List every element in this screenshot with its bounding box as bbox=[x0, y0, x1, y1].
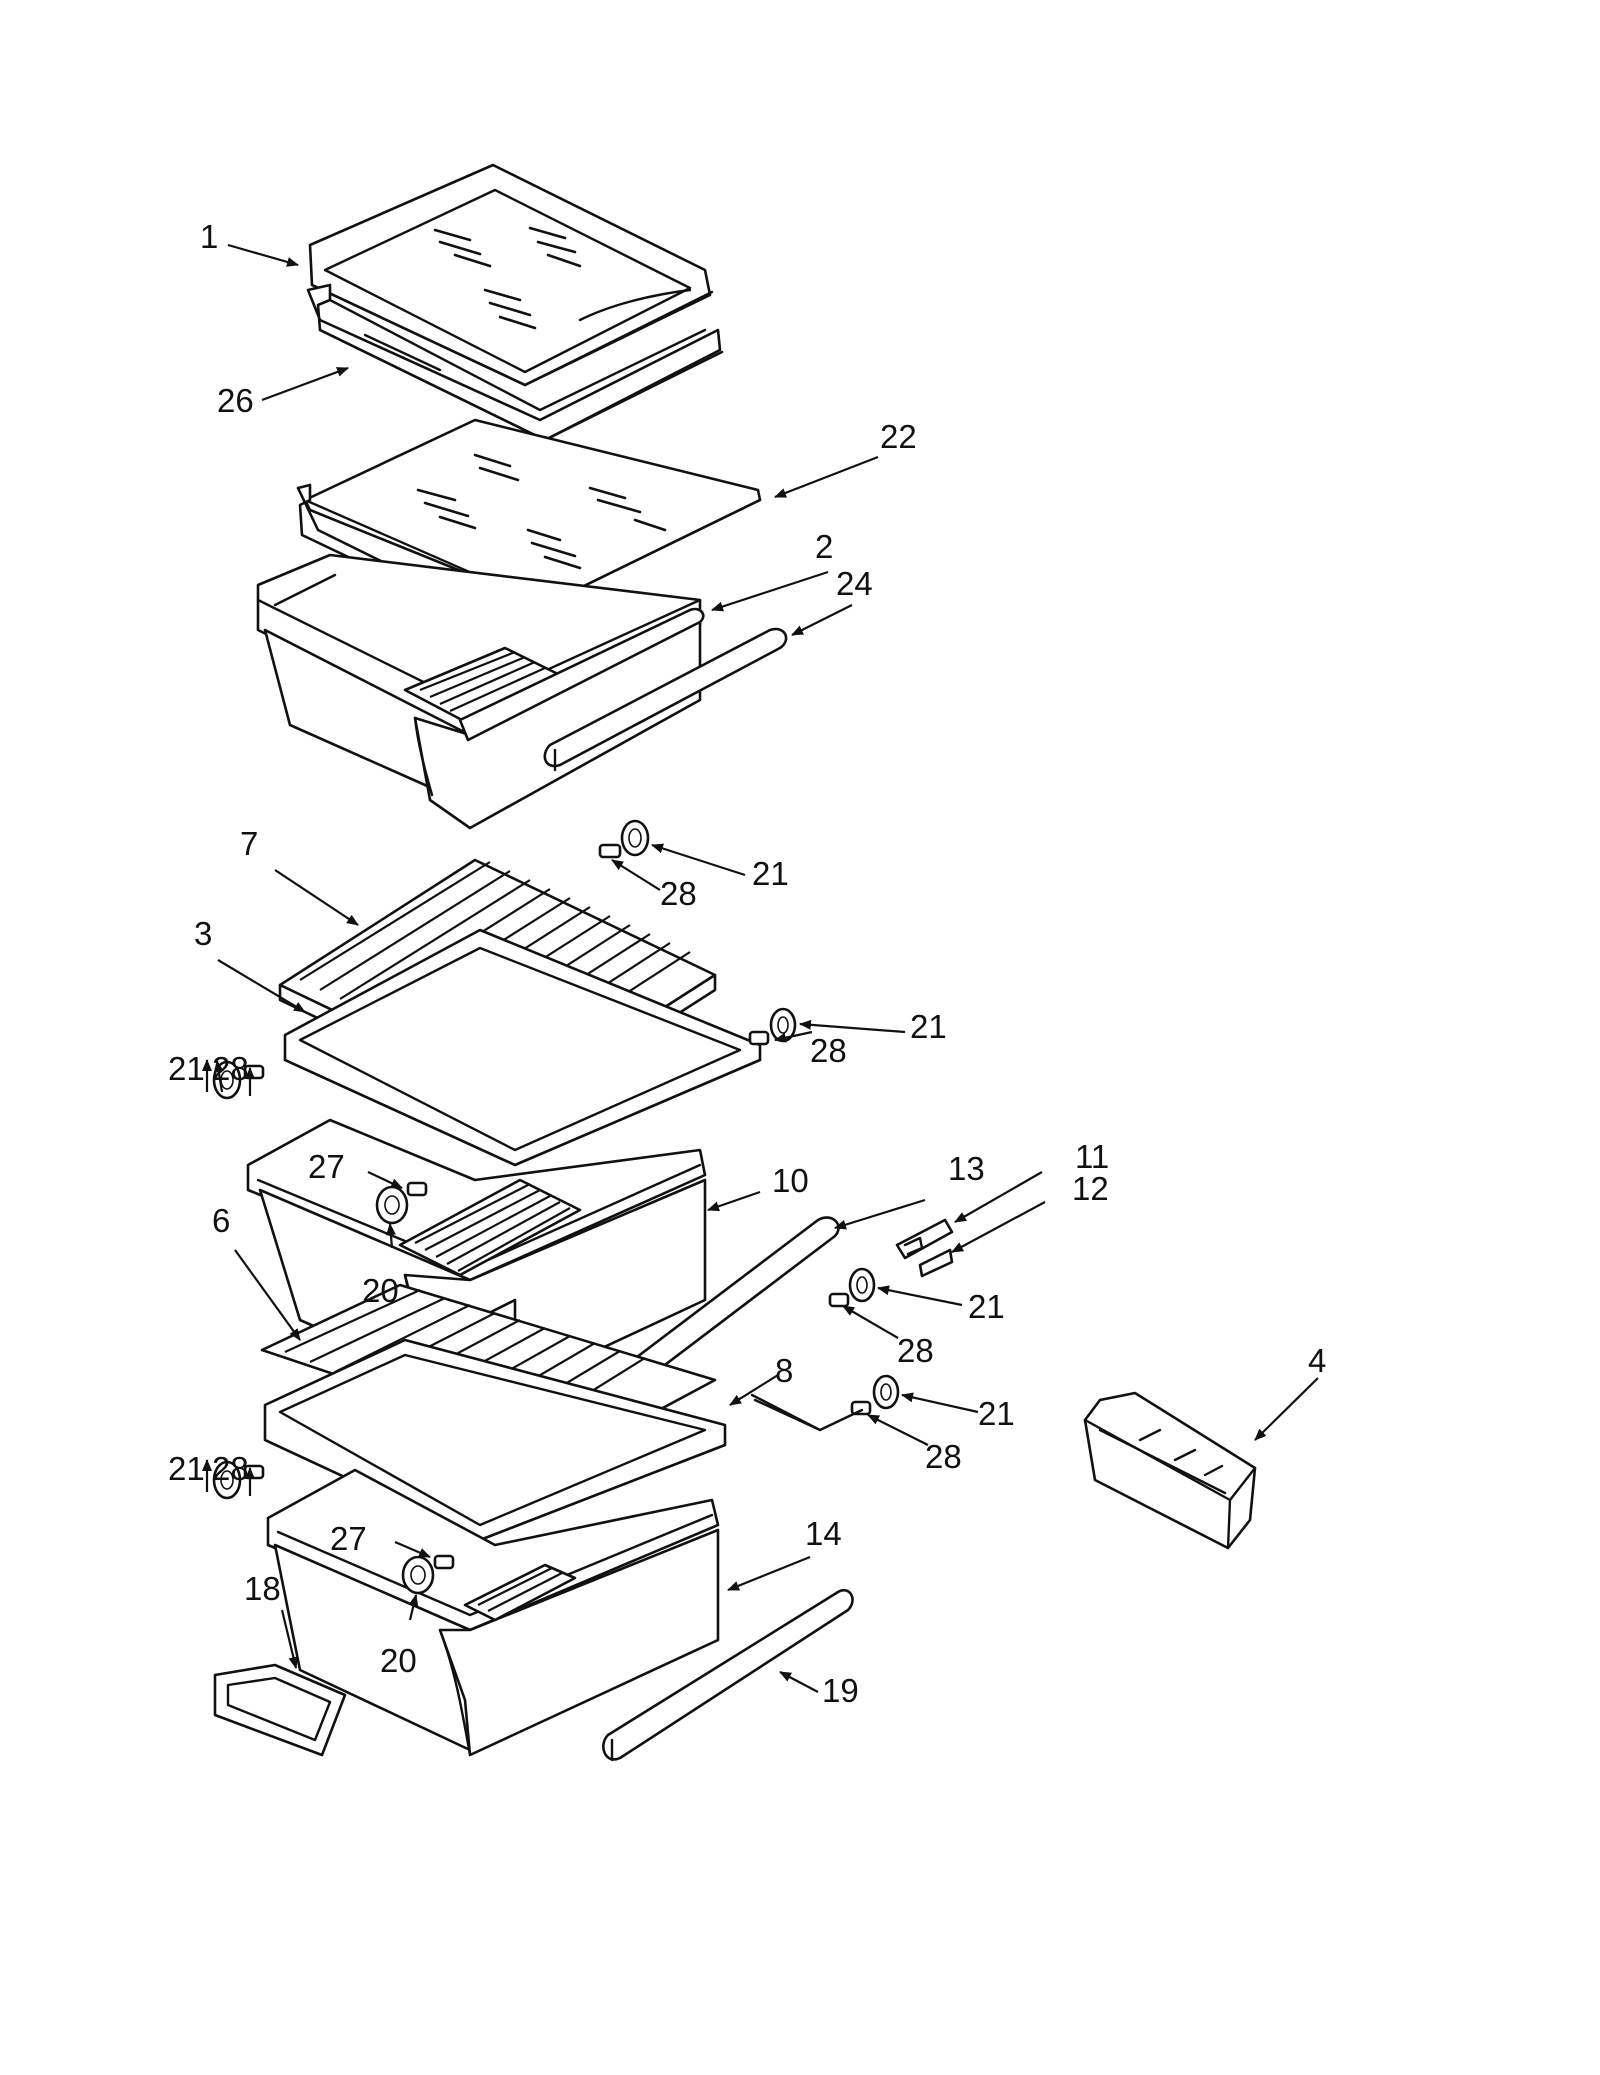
part-18-label-frame bbox=[213, 1663, 347, 1757]
callout-20a: 20 bbox=[362, 1272, 399, 1309]
callout-27b: 27 bbox=[330, 1520, 367, 1557]
callout-7: 7 bbox=[240, 825, 258, 862]
wheel-21d bbox=[848, 1267, 876, 1303]
screw-28a bbox=[598, 843, 622, 859]
callout-28b: 28 bbox=[810, 1032, 847, 1069]
callout-12: 12 bbox=[1072, 1170, 1109, 1207]
callout-26: 26 bbox=[217, 382, 254, 419]
screw-28b bbox=[748, 1030, 770, 1046]
callout-28a: 28 bbox=[660, 875, 697, 912]
screw-27b bbox=[433, 1554, 455, 1570]
callout-21d: 21 bbox=[968, 1288, 1005, 1325]
callout-21f: 21 bbox=[168, 1450, 205, 1487]
crisper-vent-grille bbox=[403, 646, 562, 722]
crisper-vent-grille-3 bbox=[463, 1563, 577, 1622]
callout-22: 22 bbox=[880, 418, 917, 455]
callout-11: 11 bbox=[1075, 1138, 1109, 1175]
callout-21c: 21 bbox=[168, 1050, 205, 1087]
callout-14: 14 bbox=[805, 1515, 842, 1552]
screw-28d bbox=[828, 1292, 850, 1308]
callout-21b: 21 bbox=[910, 1008, 947, 1045]
callout-28f: 28 bbox=[212, 1450, 249, 1487]
callout-27a: 27 bbox=[308, 1148, 345, 1185]
part-4-door-bin bbox=[1083, 1391, 1257, 1550]
part-22-glass-shelf bbox=[296, 418, 762, 617]
screw-28e bbox=[850, 1400, 872, 1416]
wheel-21f bbox=[212, 1460, 242, 1500]
callout-13: 13 bbox=[948, 1150, 985, 1187]
callout-28c: 28 bbox=[212, 1050, 249, 1087]
callout-labels: 1 26 22 2 24 7 21 28 3 21 28 21 28 27 10… bbox=[168, 218, 1326, 1709]
crisper-vent-grille-2 bbox=[398, 1178, 582, 1277]
callout-8: 8 bbox=[775, 1352, 793, 1389]
callout-28d: 28 bbox=[897, 1332, 934, 1369]
part-14-crisper-drawer bbox=[266, 1468, 720, 1757]
callout-3: 3 bbox=[194, 915, 212, 952]
callout-20b: 20 bbox=[380, 1642, 417, 1679]
callout-28e: 28 bbox=[925, 1438, 962, 1475]
callout-24: 24 bbox=[836, 565, 873, 602]
part-11-12-clips bbox=[895, 1218, 954, 1278]
callout-18: 18 bbox=[244, 1570, 281, 1607]
screw-27a bbox=[406, 1181, 428, 1197]
wheel-21a bbox=[620, 819, 650, 857]
callout-10: 10 bbox=[772, 1162, 809, 1199]
part-3-cover-frame bbox=[283, 928, 762, 1167]
callout-21a: 21 bbox=[752, 855, 789, 892]
glass-reflection-marks bbox=[433, 226, 582, 330]
part-1-glass-shelf bbox=[308, 163, 714, 387]
callout-21e: 21 bbox=[978, 1395, 1015, 1432]
leader-lines bbox=[202, 243, 1319, 1693]
callout-2: 2 bbox=[815, 528, 833, 565]
part-19-rod bbox=[602, 1589, 854, 1762]
glass-reflection-marks-22 bbox=[416, 453, 667, 570]
wheel-21e bbox=[872, 1374, 900, 1410]
callout-19: 19 bbox=[822, 1672, 859, 1709]
callout-4: 4 bbox=[1308, 1342, 1326, 1379]
wheel-20a bbox=[375, 1185, 409, 1225]
fastener-group bbox=[212, 819, 900, 1595]
part-upper-crisper-drawer bbox=[256, 553, 788, 830]
callout-6: 6 bbox=[212, 1202, 230, 1239]
callout-1: 1 bbox=[200, 218, 218, 255]
wheel-20b bbox=[401, 1555, 435, 1595]
